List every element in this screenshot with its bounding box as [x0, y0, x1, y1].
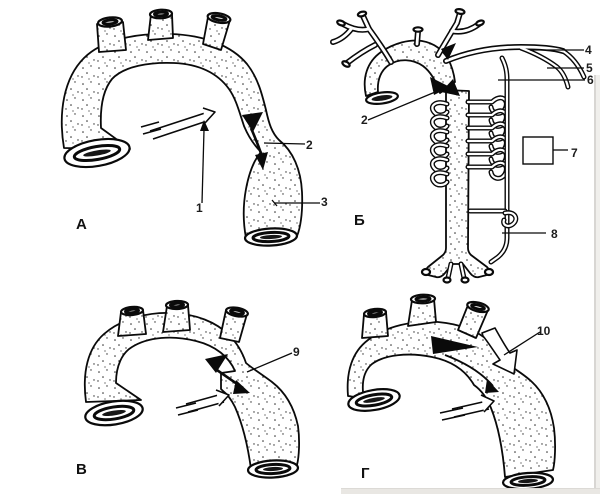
aortic-arch-a — [60, 33, 304, 239]
arch-branches-g — [361, 293, 490, 339]
callout-6-label: 6 — [587, 73, 594, 87]
callout-10-label: 10 — [537, 324, 551, 338]
aortic-arch-g — [346, 320, 556, 478]
flow-arrow-g — [431, 336, 478, 354]
flow-arrow-v — [205, 354, 250, 394]
ductus-arteriosus-g — [439, 394, 495, 421]
intercostal-collaterals-b — [468, 98, 506, 179]
ascending-opening-a — [63, 137, 131, 169]
flow-curve-arrow-g — [444, 354, 499, 393]
aortic-arch-v — [83, 312, 300, 470]
internal-thoracic-artery-b — [467, 55, 519, 265]
callout-line-10 — [503, 331, 541, 356]
callout-5-label: 5 — [586, 61, 593, 75]
descending-opening-a — [243, 227, 299, 247]
panel-b-letter: Б — [354, 212, 365, 229]
flow-open-arrow-a — [202, 107, 216, 124]
callout-2a-label: 2 — [306, 138, 313, 152]
bypass-conduit-g — [481, 327, 518, 375]
callout-7-label: 7 — [571, 146, 578, 160]
callout-line-9 — [246, 352, 293, 373]
panel-v-letter: В — [76, 461, 87, 478]
callout-2b-label: 2 — [361, 113, 368, 127]
ascending-opening-g — [347, 388, 401, 412]
page-edge-bottom — [341, 488, 600, 494]
panel-a-drawing — [60, 8, 320, 247]
ductus-arteriosus-a — [140, 107, 216, 140]
page-edge-right-fill — [596, 75, 600, 494]
coarctation-mark-b — [430, 43, 460, 96]
page-edge-right — [594, 75, 596, 494]
callout-8-label: 8 — [551, 227, 558, 241]
ascending-opening-v — [84, 399, 144, 427]
panel-a-letter: А — [76, 216, 87, 233]
flow-arrow-b — [441, 43, 456, 60]
callout-7-bracket — [522, 136, 554, 165]
callout-lines-b — [367, 49, 585, 234]
flow-open-arrow-v — [215, 389, 230, 407]
panel-b-drawing — [330, 8, 587, 284]
left-intercostal-stubs-b — [432, 103, 447, 185]
ductus-arteriosus-v — [175, 389, 230, 416]
panel-g-drawing — [346, 293, 556, 491]
panel-v-drawing — [83, 299, 300, 479]
callout-lines-a — [200, 120, 320, 207]
callout-9-label: 9 — [293, 345, 300, 359]
ascending-opening-b — [365, 91, 399, 105]
descending-opening-v — [246, 459, 300, 479]
iliac-feet-b — [420, 261, 495, 284]
flow-arrow-a — [242, 112, 268, 170]
arch-branches-a — [96, 8, 232, 53]
arch-branches-v — [117, 299, 249, 343]
callout-1-label: 1 — [196, 201, 203, 215]
panel-g-letter: Г — [361, 465, 370, 482]
brachiocephalic-branches-b — [330, 8, 587, 90]
callout-3-label: 3 — [321, 195, 328, 209]
flow-open-arrow-g — [480, 394, 495, 413]
callout-4-label: 4 — [585, 43, 592, 57]
